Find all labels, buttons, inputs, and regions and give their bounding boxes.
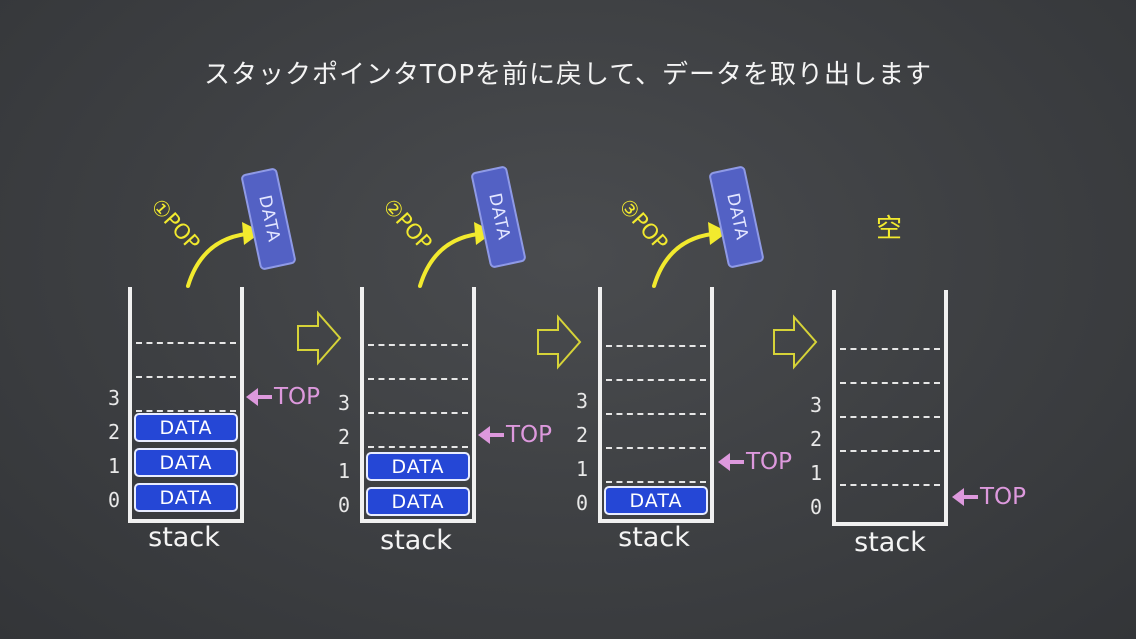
left-arrow-icon xyxy=(478,426,504,444)
index-label: 0 xyxy=(337,493,351,517)
empty-label: 空 xyxy=(876,214,903,244)
slot-divider xyxy=(840,382,940,384)
slot-divider xyxy=(606,379,706,381)
slot-divider xyxy=(840,450,940,452)
top-pointer: TOP xyxy=(476,422,552,448)
stack-label: stack xyxy=(380,525,452,556)
data-block: DATA xyxy=(134,413,238,442)
data-block: DATA xyxy=(134,448,238,477)
stack-panel-4: 空 3 2 1 0 stack TOP xyxy=(806,0,1046,639)
stack-panel-2: ②POP DATA 3 2 1 0 DATA DATA stack TOP xyxy=(334,0,574,639)
popped-data-label: DATA xyxy=(483,191,514,243)
slot-divider xyxy=(368,378,468,380)
right-arrow-icon xyxy=(297,310,342,366)
slot-divider xyxy=(606,413,706,415)
top-pointer: TOP xyxy=(244,384,320,410)
left-arrow-icon xyxy=(952,488,978,506)
top-label: TOP xyxy=(274,384,321,410)
stack-panel-1: ①POP DATA 3 2 1 0 DATA DATA DATA stack T… xyxy=(104,0,344,639)
index-label: 3 xyxy=(809,393,823,417)
top-label: TOP xyxy=(980,484,1027,510)
top-label: TOP xyxy=(506,422,553,448)
slot-divider xyxy=(136,376,236,378)
data-block: DATA xyxy=(134,483,238,512)
stack-label: stack xyxy=(148,522,220,553)
slot-divider xyxy=(136,342,236,344)
slot-divider xyxy=(606,345,706,347)
top-pointer: TOP xyxy=(716,449,792,475)
data-block: DATA xyxy=(366,487,470,516)
index-label: 1 xyxy=(575,457,589,481)
stack-container: DATA xyxy=(598,287,714,523)
slot-divider xyxy=(840,348,940,350)
index-label: 3 xyxy=(107,386,121,410)
index-label: 0 xyxy=(575,491,589,515)
slot-divider xyxy=(840,484,940,486)
left-arrow-icon xyxy=(246,388,272,406)
pop-arrow-icon xyxy=(652,222,728,288)
index-label: 2 xyxy=(107,420,121,444)
stack-container xyxy=(832,290,948,526)
index-label: 1 xyxy=(809,461,823,485)
slot-divider xyxy=(368,446,468,448)
stack-container: DATA DATA DATA xyxy=(128,287,244,523)
index-label: 2 xyxy=(337,425,351,449)
right-arrow-icon xyxy=(537,314,582,370)
stack-container: DATA DATA xyxy=(360,287,476,523)
slot-divider xyxy=(368,344,468,346)
index-label: 1 xyxy=(107,454,121,478)
popped-data-label: DATA xyxy=(253,193,284,245)
stack-label: stack xyxy=(854,527,926,558)
index-label: 3 xyxy=(337,391,351,415)
index-label: 3 xyxy=(575,389,589,413)
index-label: 2 xyxy=(575,423,589,447)
popped-data-label: DATA xyxy=(721,191,752,243)
data-block: DATA xyxy=(366,452,470,481)
index-label: 1 xyxy=(337,459,351,483)
data-block: DATA xyxy=(604,486,708,515)
top-pointer: TOP xyxy=(950,484,1026,510)
index-label: 0 xyxy=(809,495,823,519)
slot-divider xyxy=(606,481,706,483)
slot-divider xyxy=(136,410,236,412)
stack-label: stack xyxy=(618,522,690,553)
right-arrow-icon xyxy=(773,314,818,370)
stack-panel-3: ③POP DATA 3 2 1 0 DATA stack TOP xyxy=(572,0,812,639)
slot-divider xyxy=(606,447,706,449)
top-label: TOP xyxy=(746,449,793,475)
left-arrow-icon xyxy=(718,453,744,471)
index-label: 2 xyxy=(809,427,823,451)
slot-divider xyxy=(840,416,940,418)
slide-title: スタックポインタTOPを前に戻して、データを取り出します xyxy=(204,60,932,90)
index-label: 0 xyxy=(107,488,121,512)
slot-divider xyxy=(368,412,468,414)
